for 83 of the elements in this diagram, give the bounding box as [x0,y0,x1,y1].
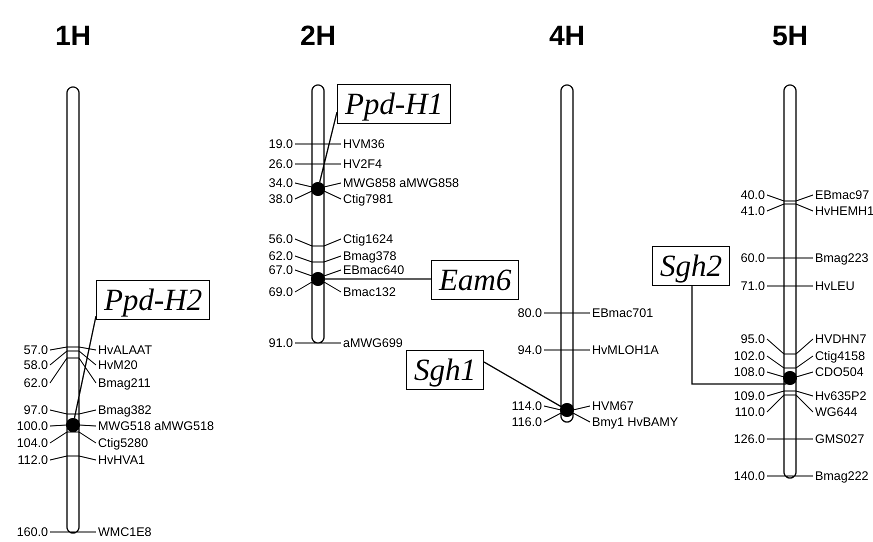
map-position: 100.0 [16,419,48,433]
marker-name: HVM67 [592,399,634,413]
marker-name: HV2F4 [343,157,382,171]
marker-name: Bmag222 [815,469,869,483]
map-position: 34.0 [268,176,293,190]
gene-name: Ppd-H2 [104,281,202,319]
map-position: 57.0 [24,343,48,357]
map-position: 62.0 [24,376,48,390]
chromosome-name: 2H [299,20,337,52]
map-position: 102.0 [734,349,765,363]
chromosome-name: 1H [54,20,92,52]
marker-name: HvLEU [815,279,855,293]
map-position: 108.0 [734,365,765,379]
map-position: 41.0 [740,204,765,218]
gene-box [406,350,484,390]
gene-box [652,246,730,286]
marker-name: HVM36 [343,137,385,151]
map-position: 26.0 [268,157,293,171]
marker-name: EBmac640 [343,263,404,277]
map-position: 67.0 [268,263,293,277]
map-position: 56.0 [268,232,293,246]
map-position: 60.0 [740,251,765,265]
marker-name: Bmy1 HvBAMY [592,415,678,429]
marker-name: Ctig5280 [98,436,148,450]
map-position: 71.0 [740,279,765,293]
marker-name: CDO504 [815,365,864,379]
marker-name: Bmag211 [98,376,151,390]
map-position: 104.0 [16,436,48,450]
chromosome-name: 5H [771,20,809,52]
map-position: 80.0 [518,306,542,320]
marker-name: MWG518 aMWG518 [98,419,214,433]
map-position: 160.0 [16,525,48,539]
map-position: 114.0 [512,399,542,413]
map-position: 69.0 [268,285,293,299]
marker-name: EBmac701 [592,306,654,320]
marker-name: HvALAAT [98,343,152,357]
gene-box [96,280,210,320]
leader-line [691,286,786,385]
map-position: 110.0 [734,405,765,419]
map-position: 109.0 [734,389,765,403]
marker-name: Bmag378 [343,249,397,263]
leader-line [484,361,562,408]
gene-box [431,260,520,300]
marker-name: HvHEMH1 [815,204,873,218]
map-position: 116.0 [512,415,542,429]
marker-name: Bmag223 [815,251,869,265]
map-position: 97.0 [24,403,48,417]
gene-box [337,84,452,124]
map-position: 19.0 [268,137,293,151]
map-position: 91.0 [268,336,293,350]
gene-name: Sgh2 [660,247,722,285]
map-position: 95.0 [740,332,765,346]
marker-name: Bmag382 [98,403,152,417]
map-position: 58.0 [24,358,48,372]
leader-line [319,112,338,182]
gene-name: Sgh1 [414,351,476,389]
marker-name: EBmac97 [815,188,870,202]
map-position: 40.0 [740,188,765,202]
map-position: 94.0 [518,343,542,357]
marker-name: Ctig1624 [343,232,394,246]
marker-name: WMC1E8 [98,525,152,539]
marker-name: HvHVA1 [98,453,146,467]
marker-name: HvM20 [98,358,138,372]
marker-name: aMWG699 [343,336,403,350]
marker-name: WG644 [815,405,858,419]
marker-name: HvMLOH1A [592,343,659,357]
marker-name: GMS027 [815,432,864,446]
chromosome-name: 4H [548,20,586,52]
marker-name: MWG858 aMWG858 [343,176,460,190]
leader-line [74,316,97,418]
gene-name: Eam6 [439,261,512,299]
marker-name: Ctig4158 [815,349,866,363]
leader-line [325,278,431,280]
map-position: 140.0 [734,469,765,483]
map-position: 38.0 [268,192,293,206]
marker-name: Hv635P2 [815,389,866,403]
marker-name: Ctig7981 [343,192,394,206]
marker-name: Bmac132 [343,285,396,299]
marker-name: HVDHN7 [815,332,866,346]
map-position: 112.0 [18,453,48,467]
map-position: 126.0 [734,432,765,446]
gene-name: Ppd-H1 [345,85,444,123]
map-position: 62.0 [268,249,293,263]
